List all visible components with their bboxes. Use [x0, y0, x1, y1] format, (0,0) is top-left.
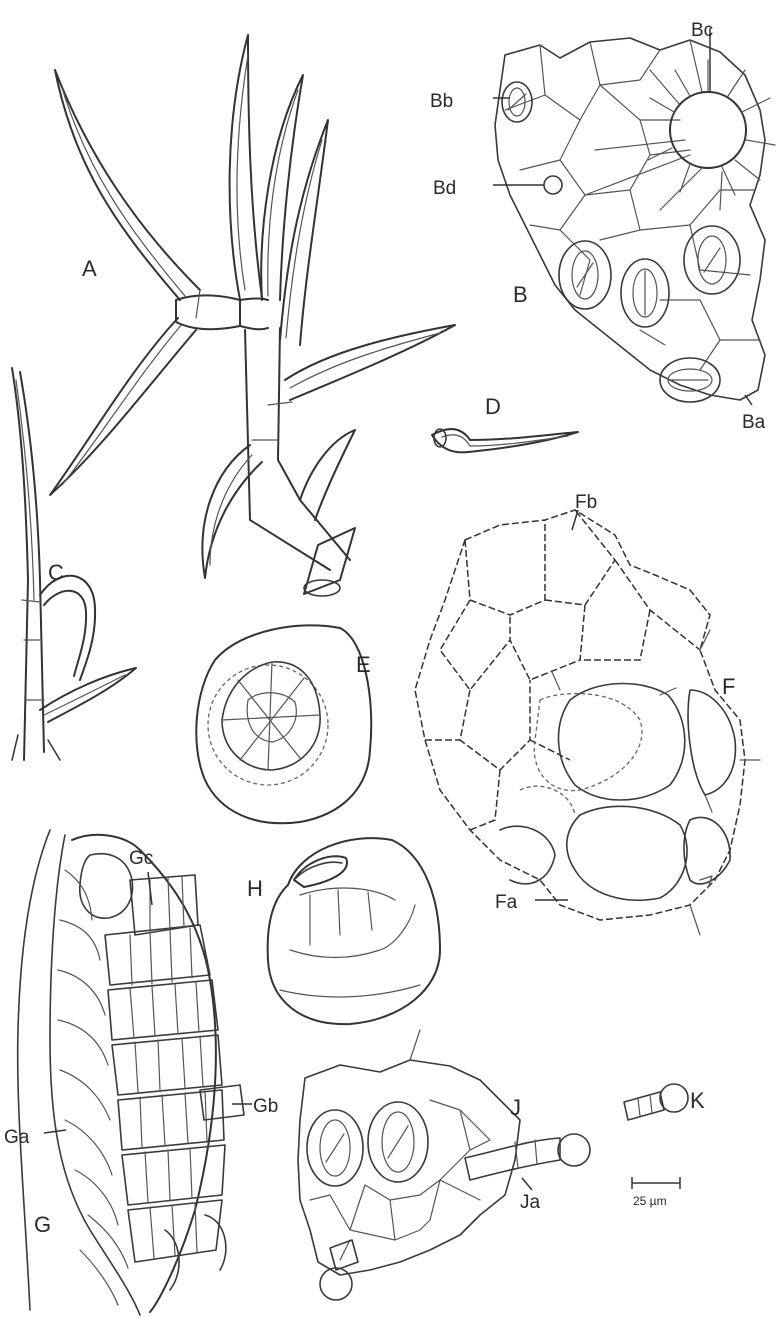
panel-label-b: B: [513, 282, 528, 307]
panel-label-h: H: [247, 876, 263, 901]
panel-a-stellate-trichome: [50, 35, 455, 596]
callout-ja: Ja: [520, 1192, 541, 1213]
callout-ga: Ga: [4, 1127, 30, 1148]
panel-label-a: A: [82, 256, 97, 281]
callout-bc: Bc: [691, 20, 713, 41]
panel-label-c: C: [48, 560, 64, 585]
callout-fa: Fa: [495, 892, 518, 913]
callout-fb: Fb: [575, 492, 597, 513]
callout-bd: Bd: [433, 178, 456, 199]
panel-label-f: F: [722, 674, 735, 699]
panel-c-trichome: [12, 368, 136, 760]
panel-g-section: [18, 830, 244, 1315]
callout-ba: Ba: [742, 412, 766, 433]
panel-label-k: K: [690, 1088, 705, 1113]
panel-e-gland: [196, 625, 371, 823]
panel-b-epidermis: [495, 38, 775, 402]
panel-h-gland: [268, 838, 440, 1024]
callout-gb: Gb: [253, 1096, 278, 1117]
panel-label-g: G: [34, 1212, 51, 1237]
panel-k-hair: [624, 1084, 688, 1120]
scale-bar-label: 25 µm: [633, 1194, 667, 1208]
callout-bb: Bb: [430, 91, 453, 112]
panel-label-j: J: [510, 1095, 521, 1120]
scale-bar: [632, 1177, 680, 1189]
panel-label-e: E: [356, 652, 371, 677]
panel-label-d: D: [485, 394, 501, 419]
callout-gc: Gc: [129, 848, 153, 869]
panel-j-epidermis: [298, 1030, 590, 1300]
panel-d-hair: [432, 429, 578, 452]
panel-f-tissue: [415, 510, 760, 935]
